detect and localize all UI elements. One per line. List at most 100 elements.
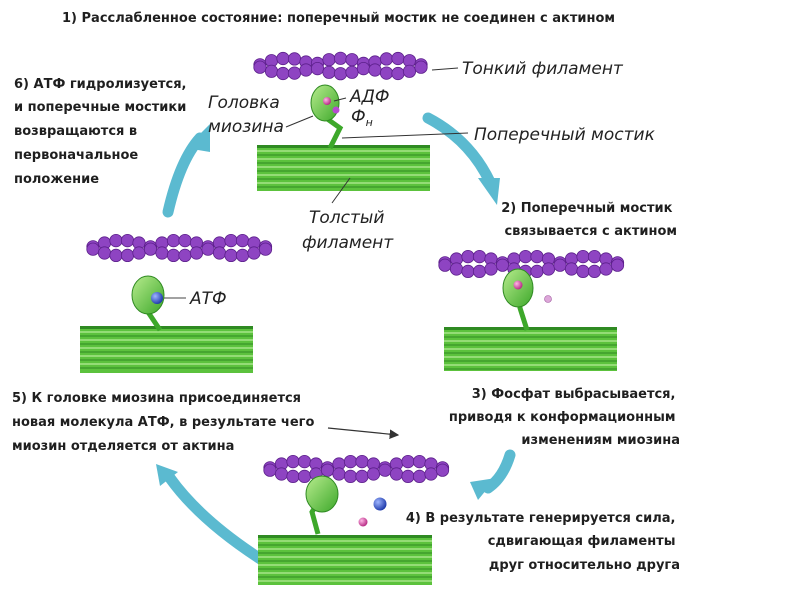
actin-bead	[178, 234, 192, 248]
actin-bead	[402, 64, 417, 78]
cycle-arrowhead-1	[478, 178, 500, 205]
actin-bead	[286, 469, 300, 483]
thin-filament-3	[86, 234, 273, 262]
adp-ball-state2	[513, 280, 523, 290]
actin-bead	[379, 52, 394, 66]
myosin-head-state5	[131, 275, 165, 332]
actin-bead	[235, 248, 250, 262]
thick-filament-edge	[258, 535, 432, 538]
actin-bead	[109, 248, 123, 262]
actin-bead	[297, 454, 312, 469]
actin-bead	[391, 51, 405, 66]
actin-bead	[343, 469, 358, 483]
actin-bead	[333, 67, 348, 81]
actin-bead	[379, 66, 394, 80]
actin-bead	[276, 51, 290, 66]
actin-bead	[401, 454, 415, 469]
step-5-text: 5) К головке миозина присоединяется нова…	[12, 391, 319, 454]
thick-filament-1	[257, 145, 430, 191]
actin-bead	[343, 454, 358, 469]
actin-bead	[322, 65, 336, 79]
actin-bead	[599, 262, 613, 276]
actin-bead	[109, 234, 123, 248]
adp-ball-state1	[323, 97, 331, 105]
actin-bead	[484, 262, 498, 276]
actin-bead	[587, 264, 602, 278]
thin-filament-4	[263, 454, 450, 483]
thick-filament-4	[258, 535, 432, 585]
actin-bead	[414, 60, 428, 74]
actin-bead	[143, 242, 158, 256]
actin-bead	[366, 467, 381, 481]
thick-filament-2	[444, 327, 617, 371]
actin-bead	[378, 463, 392, 477]
atp-label: АТФ	[189, 289, 227, 309]
adp-pointer	[333, 97, 347, 102]
actin-bead	[166, 248, 181, 262]
cross-bridge-pointer	[341, 132, 469, 139]
cycle-arrow-3-to-4	[482, 449, 516, 494]
actin-bead	[530, 250, 544, 264]
actin-bead	[518, 250, 533, 264]
actin-bead	[610, 258, 625, 272]
actin-bead	[541, 262, 556, 276]
thick-filament-body	[80, 326, 253, 373]
actin-bead	[155, 246, 169, 260]
cycle-arrowhead-4	[156, 464, 178, 486]
actin-bead	[530, 264, 544, 278]
myosin-head-state2	[502, 268, 534, 331]
actin-bead	[356, 61, 371, 76]
actin-bead	[438, 258, 452, 272]
actin-bead	[286, 454, 300, 469]
actin-bead	[576, 264, 590, 278]
actin-bead	[461, 264, 475, 278]
actin-bead	[401, 469, 415, 483]
actin-bead	[132, 246, 146, 260]
cycle-arrow-4-to-5	[164, 472, 268, 566]
actin-bead	[587, 250, 602, 264]
actin-bead	[201, 242, 215, 256]
phosphate-label: Фн	[351, 107, 373, 129]
cycle-arrowhead-3	[470, 478, 496, 500]
actin-bead	[247, 246, 261, 260]
thin-filament-label: Тонкий филамент	[462, 59, 624, 79]
cycle-arrow-1-to-2	[422, 112, 496, 188]
myosin-head-state4	[305, 475, 339, 535]
actin-bead	[297, 469, 312, 483]
myosin-head-label: Головка миозина	[208, 93, 285, 137]
cross-bridge-label: Поперечный мостик	[474, 125, 656, 145]
actin-bead	[235, 234, 250, 248]
thick-filament-edge	[257, 145, 430, 148]
thick-filament-3	[80, 326, 253, 373]
myosin-head-state1	[310, 84, 344, 150]
actin-bead	[120, 234, 135, 248]
thick-filament-pointer	[331, 177, 351, 204]
phosphate-ball-state1	[332, 106, 340, 114]
actin-bead	[564, 262, 579, 276]
actin-bead	[97, 246, 112, 260]
actin-bead	[472, 250, 487, 264]
thick-filament-edge	[444, 327, 617, 330]
actin-bead	[189, 246, 204, 260]
actin-bead	[310, 61, 325, 76]
cycle-arrowhead-6	[186, 124, 210, 152]
actin-bead	[178, 248, 192, 262]
thick-filament-edge	[80, 326, 253, 329]
atp-ball-state5	[151, 292, 163, 304]
step-2-text: 2) Поперечный мостик связывается с актин…	[501, 201, 677, 239]
atp-ball-state4	[373, 497, 387, 511]
thin-filament-pointer	[431, 67, 459, 71]
actin-bead	[345, 53, 359, 67]
thin-filament-1	[253, 51, 428, 81]
actin-bead	[299, 63, 313, 77]
actin-bead	[287, 66, 302, 80]
step-1-text: 1) Расслабленное состояние: поперечный м…	[62, 11, 615, 26]
actin-bead	[166, 234, 181, 248]
actin-bead	[355, 454, 369, 469]
actin-bead	[320, 463, 335, 477]
actin-bead	[553, 258, 567, 272]
phosphate-released	[544, 295, 552, 303]
actin-bead	[391, 66, 405, 81]
actin-bead	[345, 65, 359, 79]
actin-bead	[449, 262, 464, 276]
